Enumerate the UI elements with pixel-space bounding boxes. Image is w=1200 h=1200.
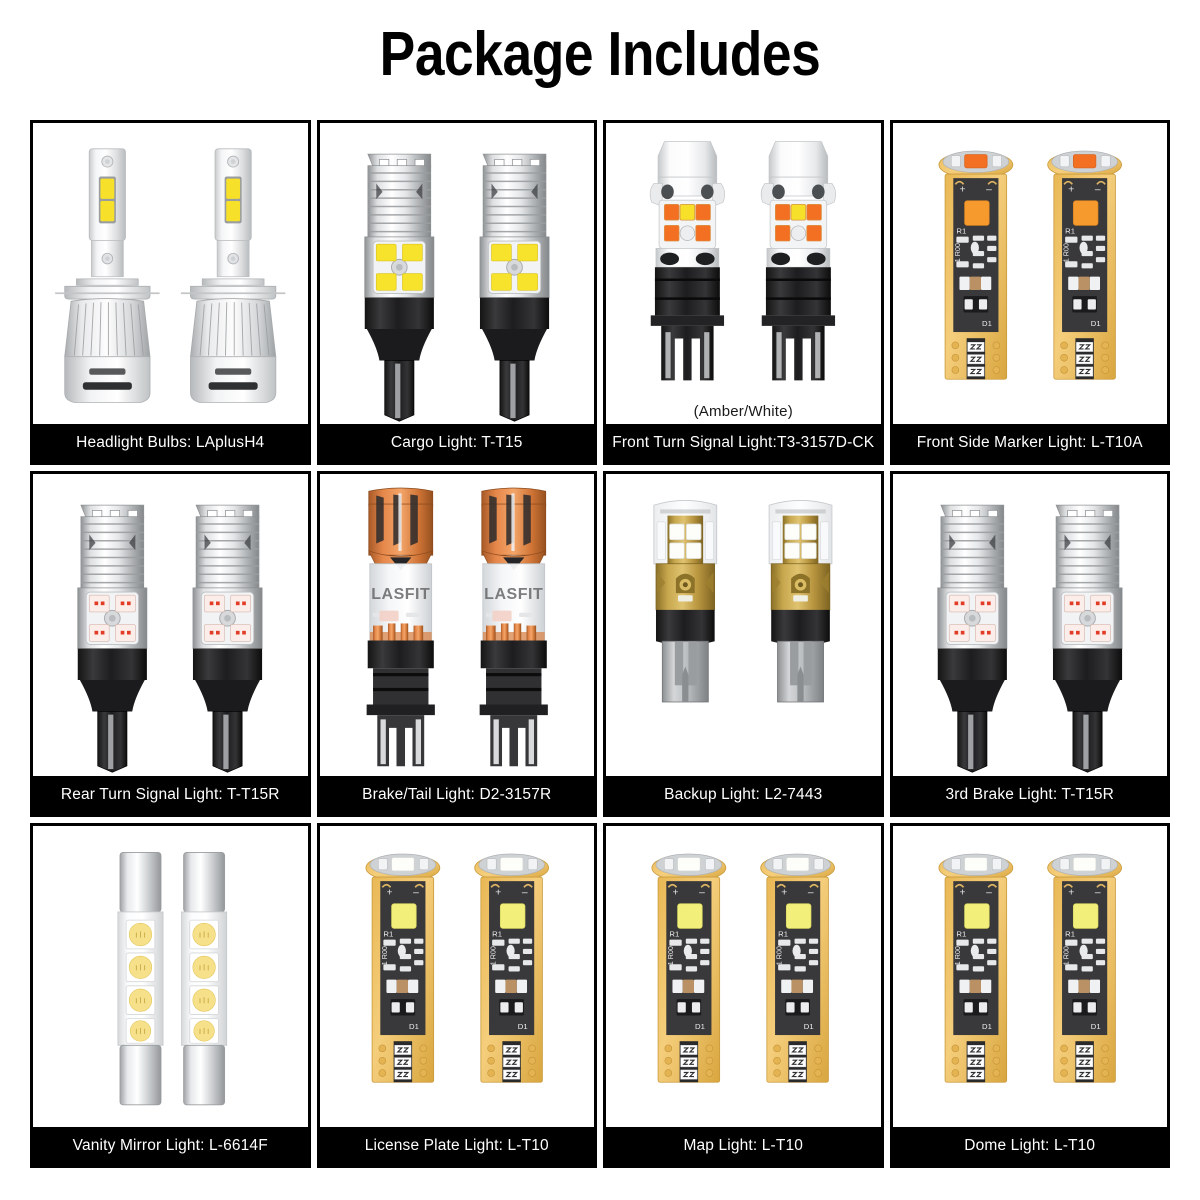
product-cell-rear-turn-signal-light[interactable]: Rear Turn Signal Light: T-T15R: [30, 471, 311, 817]
product-label: Backup Light: L2-7443: [606, 775, 881, 814]
product-image-rear-turn-signal-light: [33, 474, 308, 775]
product-image-front-side-marker-light: + – R1 1 R00 D1: [893, 123, 1168, 424]
product-image-dome-light: [893, 826, 1168, 1127]
product-label: Front Side Marker Light: L-T10A: [892, 424, 1167, 463]
product-image-license-plate-light: [320, 826, 595, 1127]
product-label: Cargo Light: T-T15: [319, 424, 594, 463]
product-cell-license-plate-light[interactable]: License Plate Light: L-T10: [316, 822, 597, 1168]
product-cell-front-turn-signal-light[interactable]: (Amber/White) Front Turn Signal Light:T3…: [603, 120, 884, 466]
product-label: Front Turn Signal Light:T3-3157D-CK: [606, 424, 881, 463]
product-image-headlight-bulbs: [33, 123, 308, 424]
product-grid: Headlight Bulbs: LAplusH4: [30, 120, 1170, 1168]
product-label: Brake/Tail Light: D2-3157R: [319, 775, 594, 814]
product-label: 3rd Brake Light: T-T15R: [892, 775, 1167, 814]
product-image-cargo-light: [320, 123, 595, 424]
product-label: License Plate Light: L-T10: [319, 1126, 594, 1165]
product-image-front-turn-signal-light: [606, 123, 881, 403]
product-cell-brake-tail-light[interactable]: LASFIT LASFIT Brake/Tail Light: D2-3157R: [316, 471, 597, 817]
brand-text: LASFIT: [371, 586, 430, 603]
product-image-map-light: [606, 826, 881, 1127]
brand-text: LASFIT: [484, 586, 543, 603]
product-image-brake-tail-light: LASFIT LASFIT: [320, 474, 595, 775]
product-cell-backup-light[interactable]: Backup Light: L2-7443: [603, 471, 884, 817]
product-label: Headlight Bulbs: LAplusH4: [33, 424, 308, 463]
product-sub-caption: (Amber/White): [693, 403, 793, 421]
product-cell-front-side-marker-light[interactable]: + – R1 1 R00 D1: [889, 120, 1170, 466]
product-image-3rd-brake-light: [893, 474, 1168, 775]
product-label: Dome Light: L-T10: [892, 1126, 1167, 1165]
product-label: Rear Turn Signal Light: T-T15R: [33, 775, 308, 814]
product-cell-dome-light[interactable]: Dome Light: L-T10: [889, 822, 1170, 1168]
product-label: Map Light: L-T10: [606, 1126, 881, 1165]
product-image-backup-light: [606, 474, 881, 775]
product-image-vanity-mirror-light: [33, 826, 308, 1127]
product-cell-headlight-bulbs[interactable]: Headlight Bulbs: LAplusH4: [30, 120, 311, 466]
page-title: Package Includes: [379, 20, 821, 89]
product-cell-vanity-mirror-light[interactable]: Vanity Mirror Light: L-6614F: [30, 822, 311, 1168]
product-cell-3rd-brake-light[interactable]: 3rd Brake Light: T-T15R: [889, 471, 1170, 817]
product-label: Vanity Mirror Light: L-6614F: [33, 1126, 308, 1165]
product-cell-cargo-light[interactable]: Cargo Light: T-T15: [316, 120, 597, 466]
product-cell-map-light[interactable]: Map Light: L-T10: [603, 822, 884, 1168]
